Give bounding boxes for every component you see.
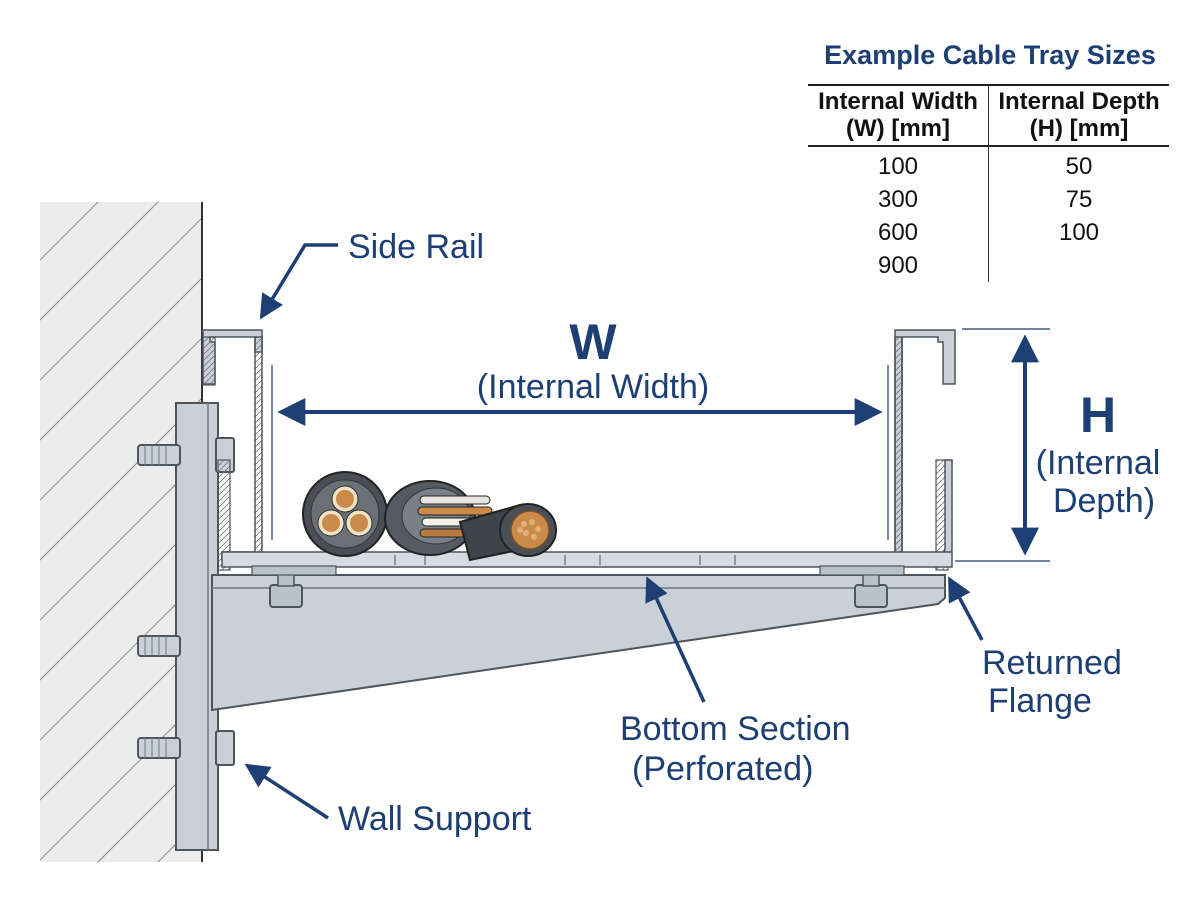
column-header-depth: Internal Depth (H) [mm] <box>988 84 1169 147</box>
side-rail-label: Side Rail <box>348 228 484 266</box>
cable-tray <box>202 329 956 576</box>
bolt-icon <box>137 730 235 766</box>
returned-flange-label-line-2: Flange <box>988 682 1092 720</box>
table-cell: 600 <box>808 216 989 249</box>
table-row: 300 75 <box>808 183 1169 216</box>
sizes-table: Internal Width (W) [mm] Internal Depth (… <box>808 84 1169 282</box>
table-row: 600 100 <box>808 216 1169 249</box>
table-row: 100 50 <box>808 146 1169 183</box>
table-cell: 100 <box>808 146 989 183</box>
table-cell <box>989 249 1170 282</box>
table-cell: 75 <box>1065 186 1093 213</box>
wall-support-label: Wall Support <box>338 800 532 838</box>
width-dimension <box>271 365 889 540</box>
returned-flange-arrow <box>948 576 984 641</box>
cable-three-core-icon <box>302 471 388 557</box>
wall-support-arrow <box>244 763 329 820</box>
side-rail-arrow <box>259 243 338 320</box>
cantilever-bracket <box>211 569 946 712</box>
h-label-line-1: (Internal <box>1036 444 1161 482</box>
returned-flange-label-line-1: Returned <box>982 644 1122 682</box>
h-letter: H <box>1080 387 1116 443</box>
w-label: (Internal Width) <box>477 368 709 406</box>
table-cell: 100 <box>1058 219 1100 246</box>
cable-multi-core-icon <box>384 480 493 556</box>
w-letter: W <box>569 314 617 370</box>
table-header-row: Internal Width (W) [mm] Internal Depth (… <box>808 84 1169 147</box>
sizes-table-title: Example Cable Tray Sizes <box>824 40 1156 70</box>
table-row: 900 <box>808 249 1169 282</box>
depth-dimension <box>955 328 1050 562</box>
bottom-section-label-line-1: Bottom Section <box>620 710 851 748</box>
h-label-line-2: Depth) <box>1053 482 1155 520</box>
bottom-section-label-line-2: (Perforated) <box>632 750 813 788</box>
cable-single-core-icon <box>458 503 557 562</box>
table-cell: 300 <box>808 183 989 216</box>
table-cell: 900 <box>808 249 989 282</box>
table-cell: 50 <box>1065 153 1093 180</box>
bottom-section-arrow <box>645 576 706 703</box>
cables <box>302 471 557 562</box>
column-header-width: Internal Width (W) [mm] <box>808 84 989 147</box>
